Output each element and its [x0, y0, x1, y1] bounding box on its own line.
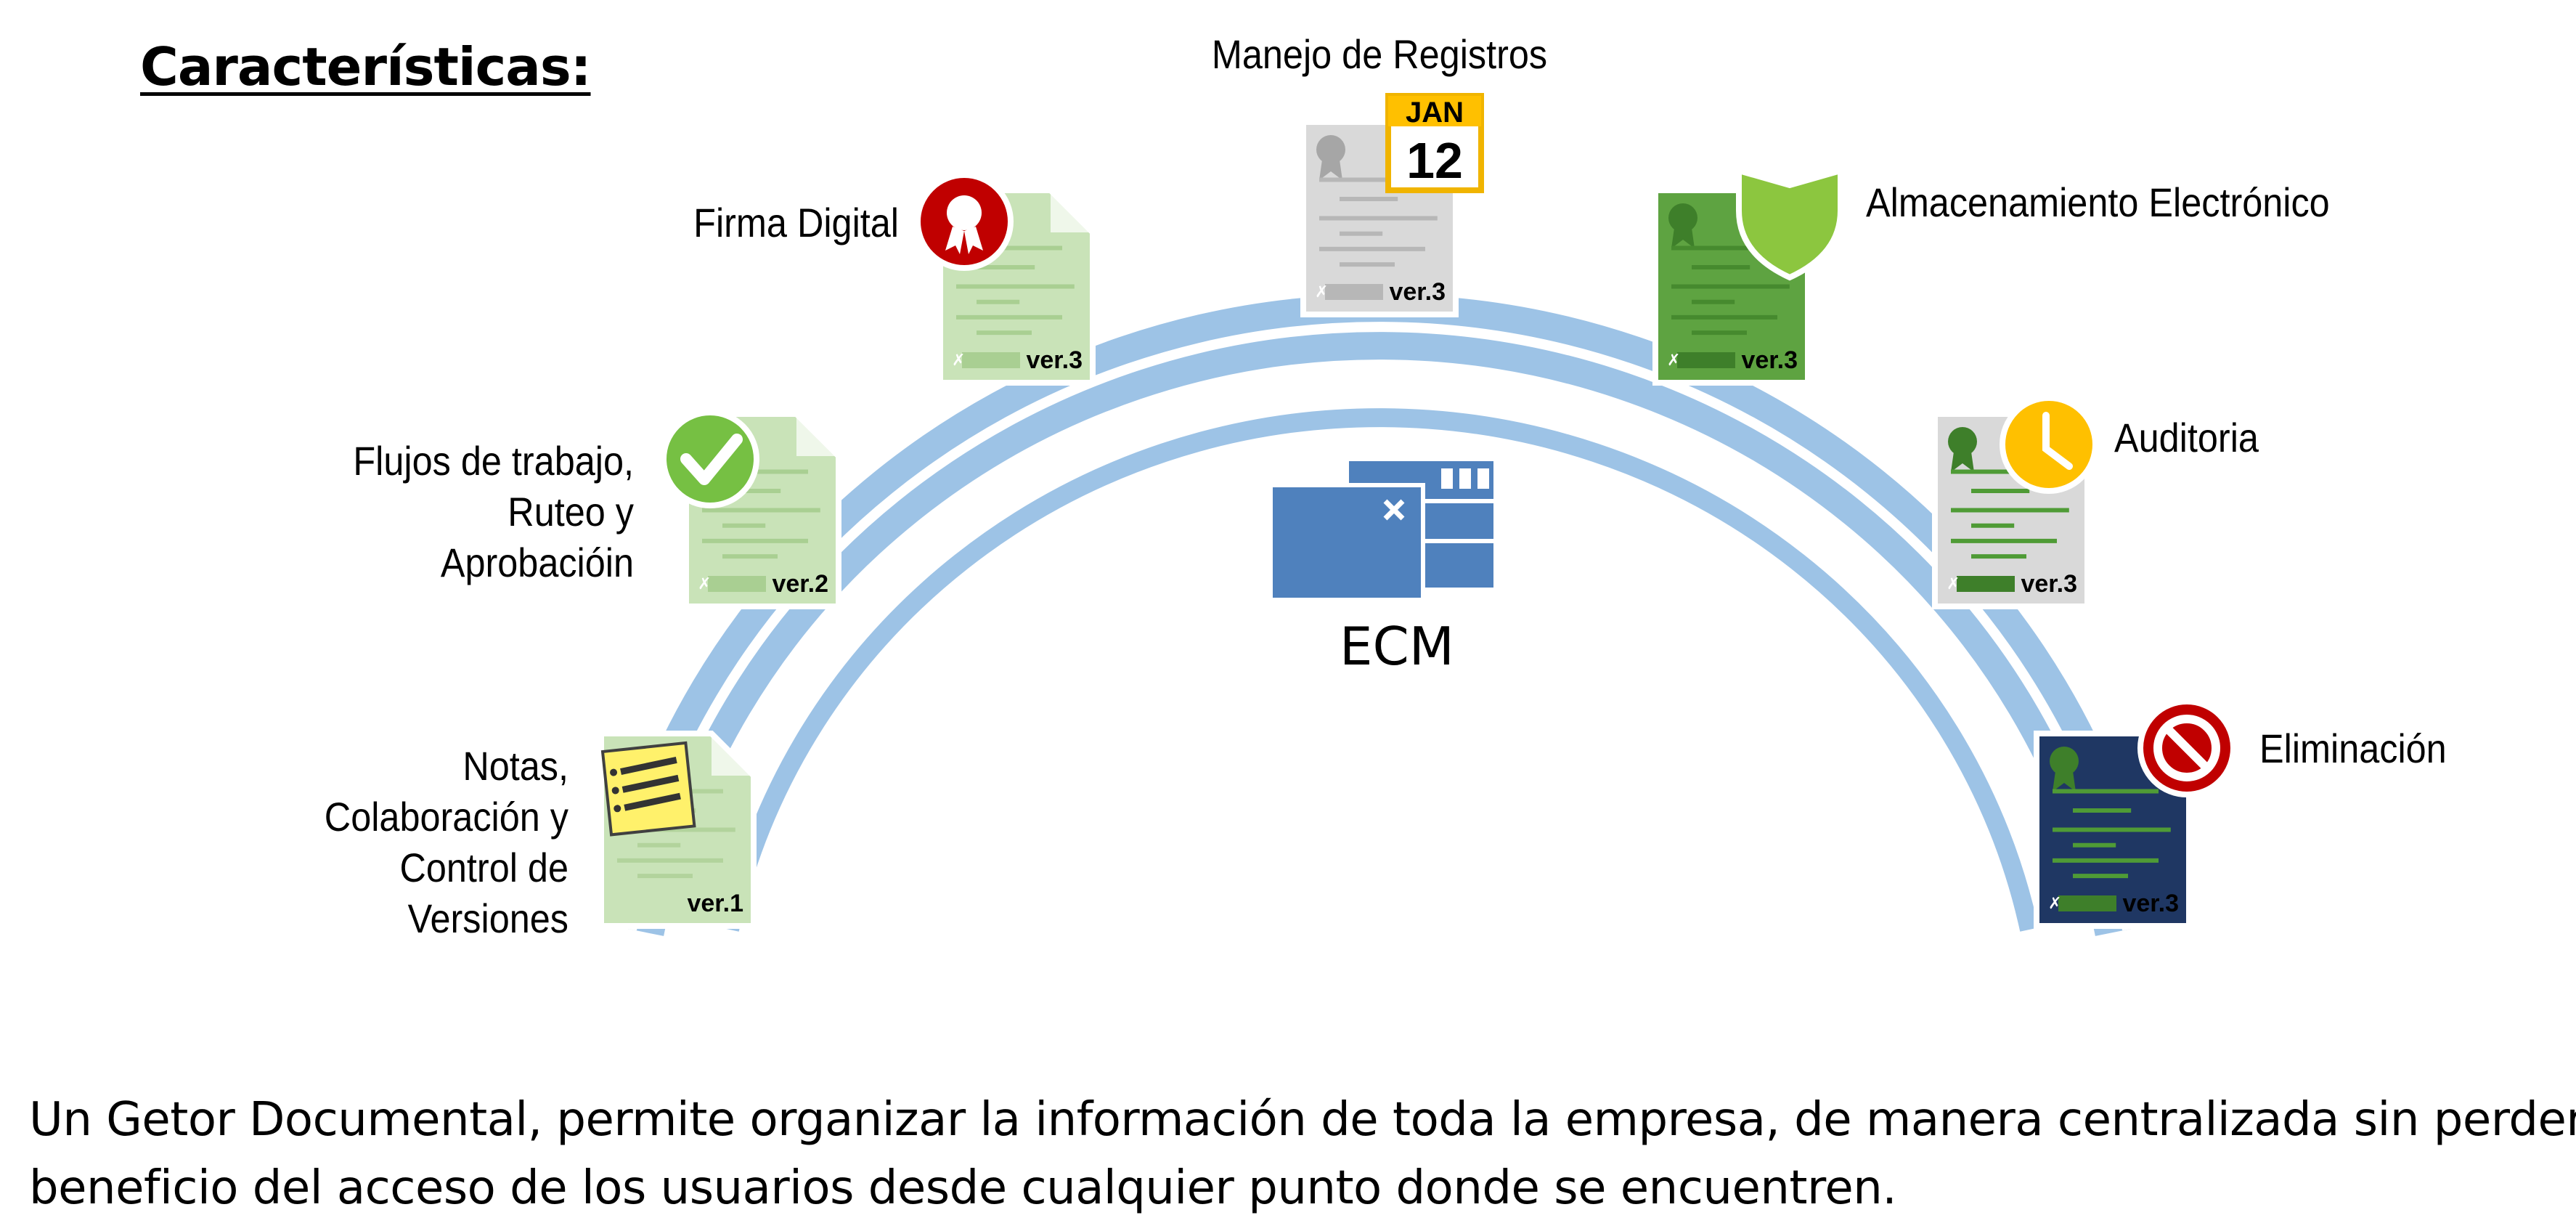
label-line: Control de	[399, 845, 568, 890]
document-text-lines	[956, 245, 1075, 336]
signature-mark: ✗	[1315, 283, 1328, 301]
label-line: Aprobacióin	[440, 540, 634, 585]
version-bar	[2058, 895, 2116, 911]
version-bar	[1677, 352, 1735, 368]
feature-label-flujos: Flujos de trabajo, Ruteo y Aprobacióin	[320, 436, 634, 588]
document-version-label: ver.3	[2021, 570, 2077, 598]
signature-mark: ✗	[2048, 894, 2061, 912]
feature-label-firma: Firma Digital	[637, 198, 899, 248]
document-version-label: ver.1	[687, 890, 743, 917]
document-version-label: ver.3	[1741, 346, 1798, 374]
document-fold	[1051, 190, 1093, 232]
label-line: Ruteo y	[508, 489, 634, 535]
feature-label-registros: Manejo de Registros	[1183, 29, 1576, 80]
ribbon-seal-icon	[915, 172, 1014, 271]
document-version-label: ver.3	[2122, 890, 2179, 917]
feature-label-almacenamiento: Almacenamiento Electrónico	[1866, 177, 2330, 228]
description-line: Un Getor Documental, permite organizar l…	[29, 1093, 2576, 1147]
sticky-note-icon	[600, 741, 696, 837]
document-text-lines	[1951, 469, 2069, 559]
arc-gap	[627, 322, 2132, 931]
arc-inner-band	[720, 408, 2039, 932]
window-icon	[1268, 457, 1498, 602]
feature-label-auditoria: Auditoria	[2114, 413, 2259, 463]
document-seal-icon	[2050, 747, 2079, 792]
shield-icon	[1736, 166, 1843, 281]
description-line: beneficio del acceso de los usuarios des…	[29, 1161, 1897, 1215]
feature-label-notas: Notas, Colaboración y Control de Version…	[307, 741, 568, 944]
label-line: Manejo de Registros	[1211, 31, 1548, 77]
calendar-day: 12	[1406, 132, 1463, 189]
label-line: Colaboración y	[324, 794, 568, 840]
checkmark-icon	[661, 410, 759, 508]
label-line: Almacenamiento Electrónico	[1866, 179, 2330, 225]
label-line: Eliminación	[2259, 726, 2447, 771]
signature-mark: ✗	[1947, 574, 1960, 593]
document-text-lines	[2053, 789, 2171, 879]
signature-mark: ✗	[1667, 351, 1680, 369]
label-line: Flujos de trabajo,	[353, 438, 634, 484]
version-bar	[1325, 284, 1383, 300]
document-version-label: ver.3	[1389, 278, 1446, 306]
version-bar	[708, 576, 766, 592]
label-line: Firma Digital	[693, 200, 899, 245]
version-bar	[962, 352, 1020, 368]
document-seal-icon	[1316, 135, 1345, 180]
signature-mark: ✗	[698, 574, 711, 593]
arc-band	[599, 294, 2160, 936]
calendar-month: JAN	[1406, 97, 1464, 129]
document-fold	[796, 414, 839, 456]
calendar-icon: JAN 12	[1385, 93, 1484, 193]
clock-icon	[2000, 395, 2098, 494]
ecm-label: ECM	[1340, 616, 1454, 677]
document-text-lines	[1319, 177, 1438, 267]
document-seal-icon	[1948, 427, 1977, 472]
label-line: Versiones	[407, 895, 568, 941]
document-version-label: ver.3	[1026, 346, 1083, 374]
page-heading: Características:	[140, 36, 592, 97]
document-seal-icon	[1668, 203, 1697, 248]
version-bar	[1957, 576, 2015, 592]
signature-mark: ✗	[952, 351, 965, 369]
document-fold	[712, 734, 754, 776]
label-line: Auditoria	[2114, 415, 2259, 460]
document-text-lines	[1671, 245, 1790, 336]
no-entry-icon	[2137, 699, 2236, 797]
document-version-label: ver.2	[772, 570, 828, 598]
description-paragraph: Un Getor Documental, permite organizar l…	[29, 1086, 2576, 1222]
label-line: Notas,	[462, 743, 568, 789]
feature-label-eliminacion: Eliminación	[2259, 723, 2447, 774]
